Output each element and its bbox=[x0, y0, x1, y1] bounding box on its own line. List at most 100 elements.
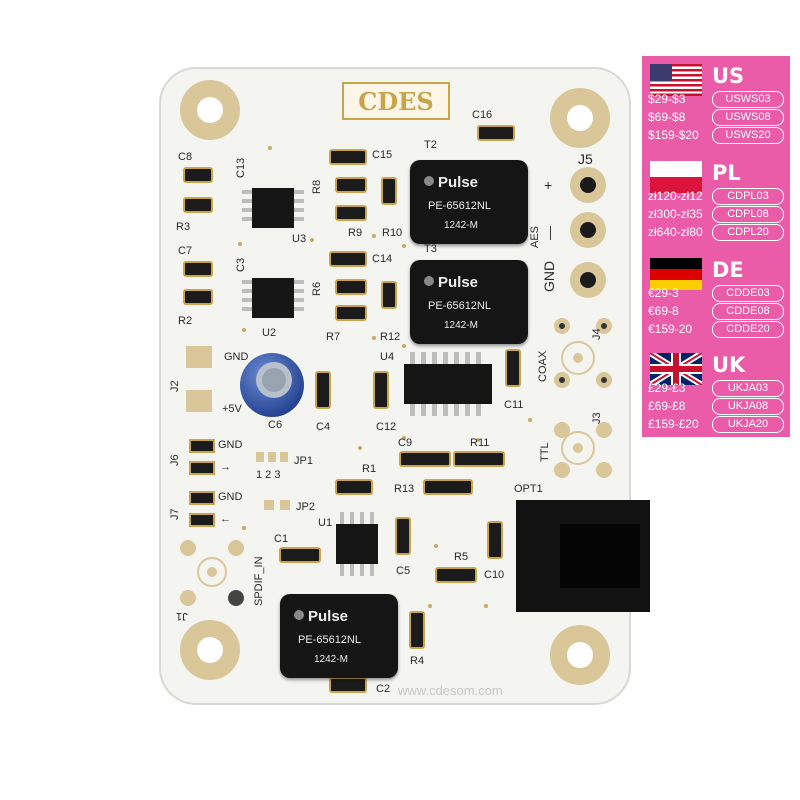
discount-code[interactable]: USWS03 bbox=[712, 91, 784, 108]
pin1-dot bbox=[424, 176, 434, 186]
label-r12: R12 bbox=[380, 331, 401, 343]
pin1-dot bbox=[424, 276, 434, 286]
j4-footprint bbox=[554, 318, 612, 388]
price-range: $29-$3 bbox=[648, 92, 686, 106]
label-c13: C13 bbox=[235, 157, 247, 178]
label-j2: J2 bbox=[169, 380, 181, 392]
label-u4: U4 bbox=[380, 351, 395, 363]
discount-code[interactable]: USWS20 bbox=[712, 127, 784, 144]
price-range: zł120-zł12 bbox=[648, 189, 703, 203]
label-aes: AES bbox=[529, 225, 541, 248]
label-plus-5v: +5V bbox=[222, 403, 242, 415]
arrow-in-j7: ← bbox=[220, 513, 231, 525]
discount-code[interactable]: CDDE08 bbox=[712, 303, 784, 320]
transformer-code: 1242-M bbox=[444, 220, 478, 231]
label-c5: C5 bbox=[396, 565, 411, 577]
arrow-out-j6: → bbox=[220, 461, 231, 473]
label-u2: U2 bbox=[262, 327, 277, 339]
label-gnd-connector: GND bbox=[541, 260, 557, 292]
label-t2: T2 bbox=[424, 139, 437, 151]
website-url-watermark: www.cdesom.com bbox=[398, 683, 503, 698]
price-range: zł640-zł80 bbox=[648, 225, 703, 239]
transformer-brand: Pulse bbox=[308, 608, 349, 625]
capacitor-c6 bbox=[240, 353, 304, 417]
label-r3: R3 bbox=[176, 221, 191, 233]
price-row: zł300-zł35 CDPL08 bbox=[642, 205, 790, 224]
pl-flag-icon bbox=[650, 161, 702, 193]
transformer-part: PE-65612NL bbox=[298, 634, 361, 646]
label-c9: C9 bbox=[398, 437, 413, 449]
price-row: £69-£8 UKJA08 bbox=[642, 397, 790, 416]
discount-code[interactable]: USWS08 bbox=[712, 109, 784, 126]
discount-code[interactable]: CDDE03 bbox=[712, 285, 784, 302]
label-j7: J7 bbox=[169, 508, 181, 520]
transformer-t1: Pulse PE-65612NL 1242-M bbox=[280, 594, 398, 678]
pin1-dot bbox=[294, 610, 304, 620]
ic-u1 bbox=[336, 512, 378, 576]
us-flag-icon bbox=[650, 64, 702, 96]
label-c4: C4 bbox=[316, 421, 331, 433]
discount-code[interactable]: CDDE20 bbox=[712, 321, 784, 338]
label-aes-minus: — bbox=[541, 226, 557, 240]
price-row: £159-£20 UKJA20 bbox=[642, 415, 790, 434]
label-aes-plus: + bbox=[544, 177, 553, 193]
label-r8: R8 bbox=[311, 179, 323, 194]
price-range: £69-£8 bbox=[648, 399, 686, 413]
label-c6: C6 bbox=[268, 419, 283, 431]
discount-code[interactable]: UKJA03 bbox=[712, 380, 784, 397]
label-u1: U1 bbox=[318, 517, 333, 529]
discount-code-panel: US $29-$3 USWS03 $69-$8 USWS08 $159-$20 … bbox=[642, 56, 790, 437]
label-c3: C3 bbox=[235, 257, 247, 272]
label-gnd-j7: GND bbox=[218, 491, 243, 503]
label-c11: C11 bbox=[504, 399, 524, 411]
country-label: US bbox=[712, 64, 745, 88]
label-jp1: JP1 bbox=[294, 455, 313, 467]
pricing-block-pl: PL zł120-zł12 CDPL03 zł300-zł35 CDPL08 z… bbox=[642, 153, 790, 241]
price-range: €159-20 bbox=[648, 322, 693, 336]
label-r2: R2 bbox=[178, 315, 193, 327]
label-c1: C1 bbox=[274, 533, 289, 545]
price-row: €69-8 CDDE08 bbox=[642, 302, 790, 321]
label-r10: R10 bbox=[382, 227, 403, 239]
country-label: PL bbox=[712, 161, 741, 185]
discount-code[interactable]: CDPL03 bbox=[712, 188, 784, 205]
label-r7: R7 bbox=[326, 331, 341, 343]
label-c2: C2 bbox=[376, 683, 391, 695]
price-row: zł120-zł12 CDPL03 bbox=[642, 187, 790, 206]
price-range: $69-$8 bbox=[648, 110, 686, 124]
j3-footprint bbox=[554, 422, 612, 478]
label-j6: J6 bbox=[169, 454, 181, 466]
label-c16: C16 bbox=[472, 109, 493, 121]
label-jp1-pins: 1 2 3 bbox=[256, 469, 281, 481]
ic-u2 bbox=[242, 278, 304, 318]
label-opt1: OPT1 bbox=[514, 483, 543, 495]
discount-code[interactable]: UKJA20 bbox=[712, 416, 784, 433]
discount-code[interactable]: UKJA08 bbox=[712, 398, 784, 415]
label-r11: R11 bbox=[470, 437, 490, 449]
label-ttl: TTL bbox=[539, 442, 551, 462]
label-r1: R1 bbox=[362, 463, 377, 475]
discount-code[interactable]: CDPL08 bbox=[712, 206, 784, 223]
price-row: $69-$8 USWS08 bbox=[642, 108, 790, 127]
price-row: $29-$3 USWS03 bbox=[642, 90, 790, 109]
price-range: £29-£3 bbox=[648, 381, 686, 395]
price-range: zł300-zł35 bbox=[648, 207, 703, 221]
label-c7: C7 bbox=[178, 245, 193, 257]
label-jp2: JP2 bbox=[296, 501, 315, 513]
optical-connector-opt1 bbox=[516, 500, 650, 612]
smd-components bbox=[183, 125, 521, 693]
transformer-code: 1242-M bbox=[314, 654, 348, 665]
label-spdif-in: SPDIF_IN bbox=[253, 556, 265, 606]
transformer-brand: Pulse bbox=[438, 274, 479, 291]
label-c15: C15 bbox=[372, 149, 393, 161]
price-row: $159-$20 USWS20 bbox=[642, 126, 790, 145]
transformer-t3: Pulse PE-65612NL 1242-M bbox=[410, 260, 528, 344]
discount-code[interactable]: CDPL20 bbox=[712, 224, 784, 241]
header-j6 bbox=[189, 439, 215, 475]
label-r13: R13 bbox=[394, 483, 415, 495]
price-range: €29-3 bbox=[648, 286, 679, 300]
label-c14: C14 bbox=[372, 253, 393, 265]
label-u3: U3 bbox=[292, 233, 307, 245]
pricing-block-de: DE €29-3 CDDE03 €69-8 CDDE08 €159-20 CDD… bbox=[642, 250, 790, 338]
transformer-brand: Pulse bbox=[438, 174, 479, 191]
